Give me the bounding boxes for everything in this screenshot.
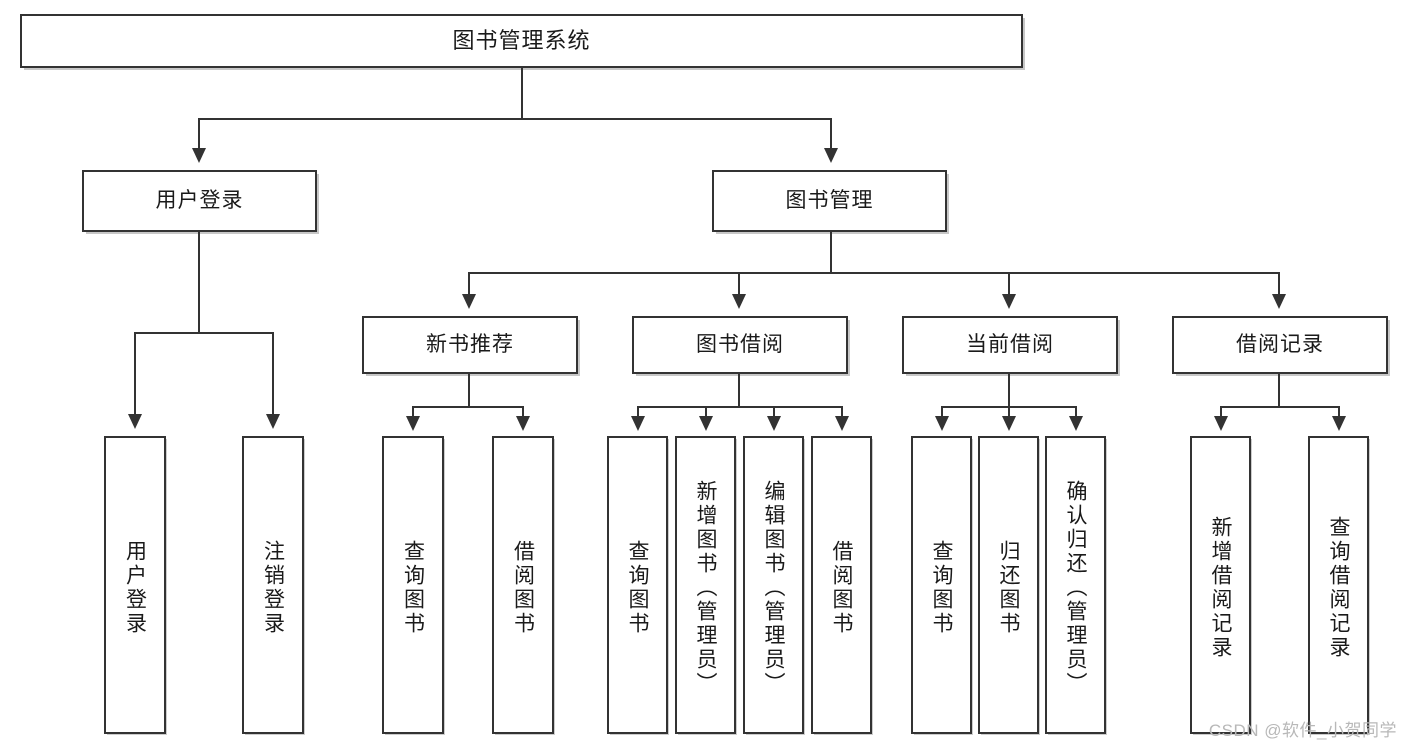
leaf-query-borrow-record[interactable]: 查询借阅记录 (1308, 436, 1369, 734)
arrowhead-user-login-leaf-1 (128, 414, 142, 429)
arrowhead-book-borrow-leaf-1 (631, 416, 645, 431)
node-label: 查询图书 (930, 540, 954, 636)
connector-borrow-record-drop-2 (1338, 406, 1340, 418)
connector-user-login-stem (198, 232, 200, 334)
node-label: 查询图书 (401, 540, 425, 636)
arrowhead-current-borrow-leaf-1 (935, 416, 949, 431)
node-label: 确认归还（管理员） (1064, 480, 1088, 696)
connector-root-stem (521, 68, 523, 120)
arrowhead-to-book-borrow (732, 294, 746, 309)
arrowhead-root-to-book-mgmt (824, 148, 838, 163)
arrowhead-root-to-user-login (192, 148, 206, 163)
node-label: 用户登录 (155, 188, 244, 212)
connector-user-login-drop-1 (134, 332, 136, 416)
connector-book-mgmt-stem (830, 232, 832, 274)
arrowhead-new-book-leaf-2 (516, 416, 530, 431)
connector-user-login-drop-2 (272, 332, 274, 416)
node-label: 图书借阅 (696, 332, 784, 356)
connector-current-borrow-drop-1 (941, 406, 943, 418)
connector-current-borrow-drop-3 (1075, 406, 1077, 418)
connector-book-mgmt-drop-1 (468, 272, 470, 296)
connector-current-borrow-drop-2 (1008, 406, 1010, 418)
node-label: 注销登录 (261, 540, 285, 636)
arrowhead-new-book-leaf-1 (406, 416, 420, 431)
arrowhead-book-borrow-leaf-2 (699, 416, 713, 431)
leaf-confirm-return-admin[interactable]: 确认归还（管理员） (1045, 436, 1106, 734)
connector-book-mgmt-drop-4 (1278, 272, 1280, 296)
node-user-login[interactable]: 用户登录 (82, 170, 317, 232)
connector-root-to-user-login (198, 118, 200, 150)
arrowhead-book-borrow-leaf-3 (767, 416, 781, 431)
node-label: 归还图书 (997, 540, 1021, 636)
connector-root-fork-bar (198, 118, 832, 120)
leaf-query-book-current[interactable]: 查询图书 (911, 436, 972, 734)
connector-book-borrow-drop-3 (773, 406, 775, 418)
node-label: 图书管理 (785, 188, 874, 212)
connector-book-borrow-fork-bar (637, 406, 841, 408)
connector-book-borrow-drop-4 (841, 406, 843, 418)
node-label: 借阅图书 (830, 540, 854, 636)
leaf-borrow-book-recommend[interactable]: 借阅图书 (492, 436, 554, 734)
node-book-management[interactable]: 图书管理 (712, 170, 947, 232)
leaf-borrow-book[interactable]: 借阅图书 (811, 436, 872, 734)
connector-borrow-record-drop-1 (1220, 406, 1222, 418)
node-label: 借阅记录 (1236, 332, 1324, 356)
node-label: 新书推荐 (426, 332, 514, 356)
connector-book-borrow-drop-1 (637, 406, 639, 418)
node-current-borrow[interactable]: 当前借阅 (902, 316, 1118, 374)
leaf-logout[interactable]: 注销登录 (242, 436, 304, 734)
connector-book-borrow-drop-2 (705, 406, 707, 418)
arrowhead-book-borrow-leaf-4 (835, 416, 849, 431)
connector-user-login-fork-bar (134, 332, 274, 334)
arrowhead-current-borrow-leaf-3 (1069, 416, 1083, 431)
arrowhead-borrow-record-leaf-1 (1214, 416, 1228, 431)
leaf-edit-book-admin[interactable]: 编辑图书（管理员） (743, 436, 804, 734)
node-label: 借阅图书 (511, 540, 535, 636)
arrowhead-to-current-borrow (1002, 294, 1016, 309)
leaf-add-borrow-record[interactable]: 新增借阅记录 (1190, 436, 1251, 734)
connector-root-to-book-mgmt (830, 118, 832, 150)
node-borrow-record[interactable]: 借阅记录 (1172, 316, 1388, 374)
node-label: 图书管理系统 (452, 28, 591, 54)
node-root-system[interactable]: 图书管理系统 (20, 14, 1023, 68)
leaf-query-book-recommend[interactable]: 查询图书 (382, 436, 444, 734)
node-label: 新增借阅记录 (1209, 516, 1233, 660)
connector-new-book-stem (468, 374, 470, 408)
connector-new-book-fork-bar (412, 406, 524, 408)
node-label: 用户登录 (123, 540, 147, 636)
connector-borrow-record-fork-bar (1220, 406, 1340, 408)
arrowhead-current-borrow-leaf-2 (1002, 416, 1016, 431)
arrowhead-to-borrow-record (1272, 294, 1286, 309)
leaf-query-book[interactable]: 查询图书 (607, 436, 668, 734)
arrowhead-user-login-leaf-2 (266, 414, 280, 429)
connector-current-borrow-stem (1008, 374, 1010, 408)
node-label: 当前借阅 (966, 332, 1054, 356)
connector-new-book-drop-1 (412, 406, 414, 418)
connector-borrow-record-stem (1278, 374, 1280, 408)
connector-book-mgmt-drop-2 (738, 272, 740, 296)
connector-book-borrow-stem (738, 374, 740, 408)
connector-book-mgmt-fork-bar (468, 272, 1280, 274)
node-label: 新增图书（管理员） (694, 480, 718, 696)
leaf-return-book[interactable]: 归还图书 (978, 436, 1039, 734)
connector-book-mgmt-drop-3 (1008, 272, 1010, 296)
node-new-book-recommend[interactable]: 新书推荐 (362, 316, 578, 374)
node-label: 查询图书 (626, 540, 650, 636)
leaf-add-book-admin[interactable]: 新增图书（管理员） (675, 436, 736, 734)
leaf-user-login[interactable]: 用户登录 (104, 436, 166, 734)
node-book-borrow[interactable]: 图书借阅 (632, 316, 848, 374)
arrowhead-borrow-record-leaf-2 (1332, 416, 1346, 431)
node-label: 编辑图书（管理员） (762, 480, 786, 696)
connector-new-book-drop-2 (522, 406, 524, 418)
node-label: 查询借阅记录 (1327, 516, 1351, 660)
arrowhead-to-new-book-recommend (462, 294, 476, 309)
